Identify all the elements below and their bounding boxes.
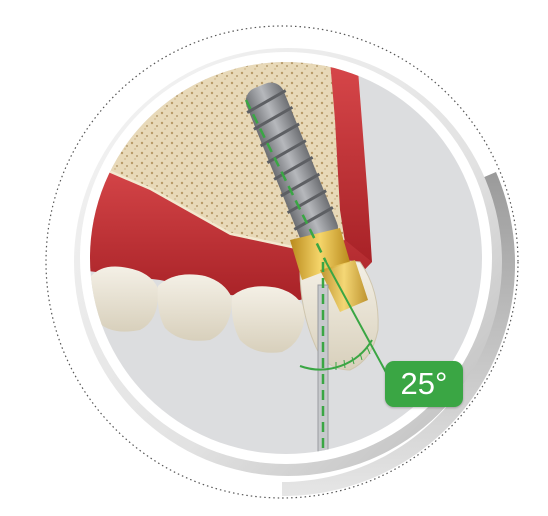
angle-badge: 25° <box>385 361 463 407</box>
angle-label: 25° <box>401 366 448 402</box>
